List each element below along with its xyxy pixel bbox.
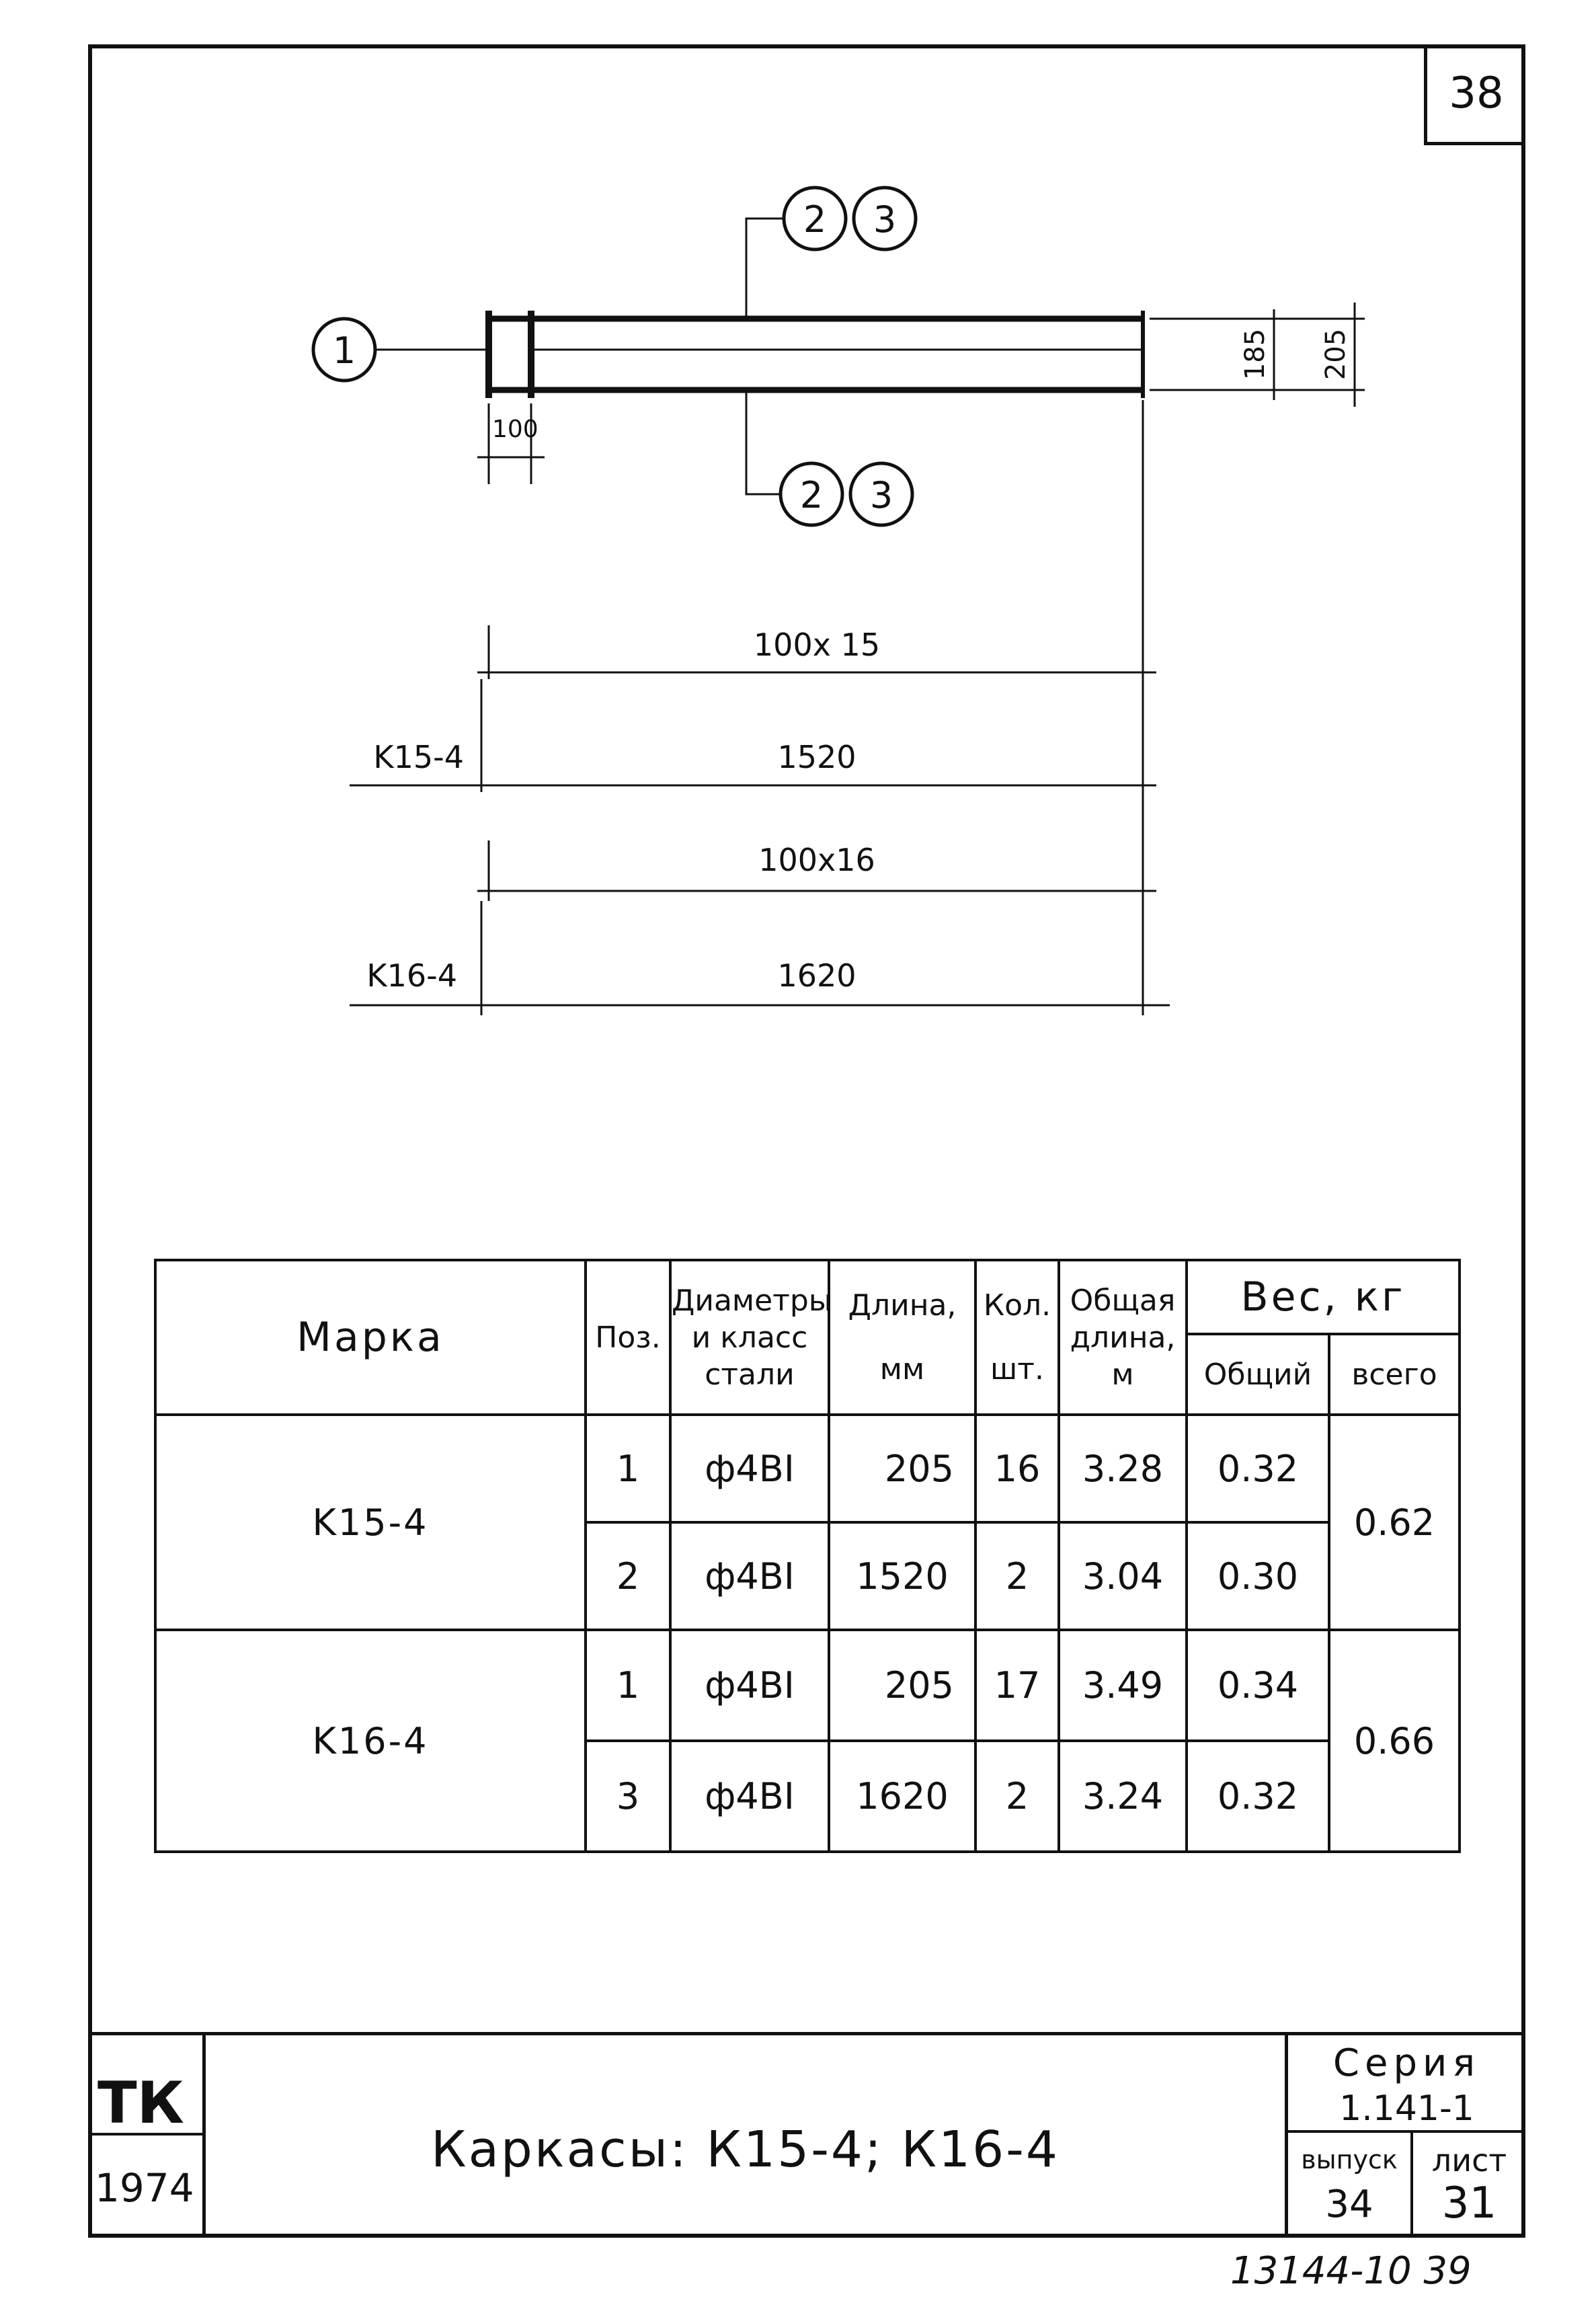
callout-2-bottom: 2: [800, 474, 823, 516]
dim-185: 185: [1240, 329, 1271, 380]
total-k16: 0.66: [1327, 1629, 1462, 1853]
total-k15: 0.62: [1327, 1413, 1462, 1631]
drawing-frame: [88, 44, 1525, 2238]
table-row: 3 ф4ВI 1620 2 3.24 0.32: [155, 1739, 1460, 1853]
spacing-k15: 100x 15: [754, 627, 880, 663]
sheet-value: 31: [1441, 2179, 1497, 2228]
series-label: Серия: [1332, 2041, 1481, 2085]
title-block: ТК 1974 Каркасы: К15-4; К16-4 Серия 1.14…: [88, 2032, 1525, 2238]
header-weight-all: всего: [1327, 1333, 1462, 1416]
series-value: 1.141-1: [1339, 2088, 1474, 2129]
specification-table: Марка Поз. Диаметры и класс стали Длина,…: [154, 1259, 1462, 1853]
callout-3-bottom: 3: [870, 474, 893, 516]
label-k16: K16-4: [366, 957, 457, 994]
header-weight-total: Общий: [1185, 1333, 1330, 1416]
length-k15: 1520: [777, 739, 856, 775]
cage-drawing: 1 2 3 2 3 185 205 100 100x 15 1520 K15-4…: [311, 186, 1365, 1015]
dim-100: 100: [492, 416, 538, 443]
spacing-k16: 100x16: [758, 842, 875, 878]
mark-k16: K16-4: [154, 1629, 587, 1853]
footer-code: 13144-10 39: [1230, 2249, 1472, 2293]
length-k16: 1620: [777, 957, 856, 994]
drawing-title: Каркасы: К15-4; К16-4: [431, 2121, 1060, 2179]
issue-value: 34: [1325, 2183, 1373, 2226]
mark-k15: K15-4: [154, 1413, 587, 1631]
header-weight: Вес, кг: [1185, 1259, 1462, 1335]
header-total-length: Общая длина, м: [1058, 1259, 1188, 1416]
sheet-label: лист: [1431, 2142, 1507, 2179]
header-diameter: Диаметры и класс стали: [669, 1259, 832, 1416]
header-length: Длина, мм: [828, 1259, 977, 1416]
table-row: 2 ф4ВI 1520 2 3.04 0.30: [155, 1521, 1460, 1631]
table-row: K16-4 1 ф4ВI 205 17 3.49 0.34 0.66: [154, 1629, 1462, 1853]
label-k15: K15-4: [373, 739, 464, 775]
callout-3-top: 3: [873, 198, 896, 241]
header-pos: Поз.: [584, 1259, 672, 1416]
org-label: ТК: [97, 2070, 184, 2137]
header-mark: Марка: [154, 1259, 587, 1416]
dim-205: 205: [1320, 329, 1351, 380]
header-qty: Кол. шт.: [974, 1259, 1060, 1416]
issue-label: выпуск: [1301, 2145, 1398, 2175]
callout-2-top: 2: [803, 198, 826, 241]
callout-1: 1: [333, 329, 356, 372]
sheet-number: 38: [1424, 44, 1525, 145]
year-label: 1974: [95, 2165, 194, 2211]
table-row: K15-4 1 ф4ВI 205 16 3.28 0.32 0.62: [154, 1413, 1462, 1631]
